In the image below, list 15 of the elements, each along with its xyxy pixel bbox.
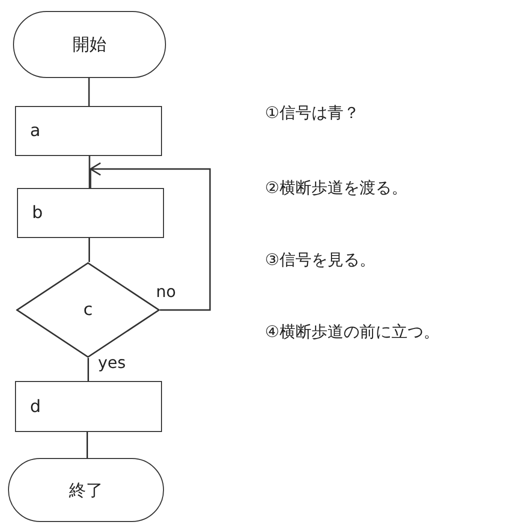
terminator-shape: 終了 [8, 458, 164, 522]
step-note: ③信号を見る。 [265, 250, 376, 271]
process-box: a [15, 106, 162, 156]
connector-line [86, 432, 88, 458]
step-note: ①信号は青？ [265, 103, 360, 124]
connector-line [88, 78, 90, 106]
terminator-shape: 開始 [13, 11, 166, 78]
process-box: b [17, 188, 164, 238]
step-note: ②横断歩道を渡る。 [265, 178, 408, 199]
step-note: ④横断歩道の前に立つ。 [265, 322, 440, 343]
arrow [89, 162, 211, 311]
process-box: d [15, 381, 162, 432]
connector-line [88, 238, 90, 262]
connector-line [88, 156, 90, 188]
connector-line [88, 358, 89, 381]
